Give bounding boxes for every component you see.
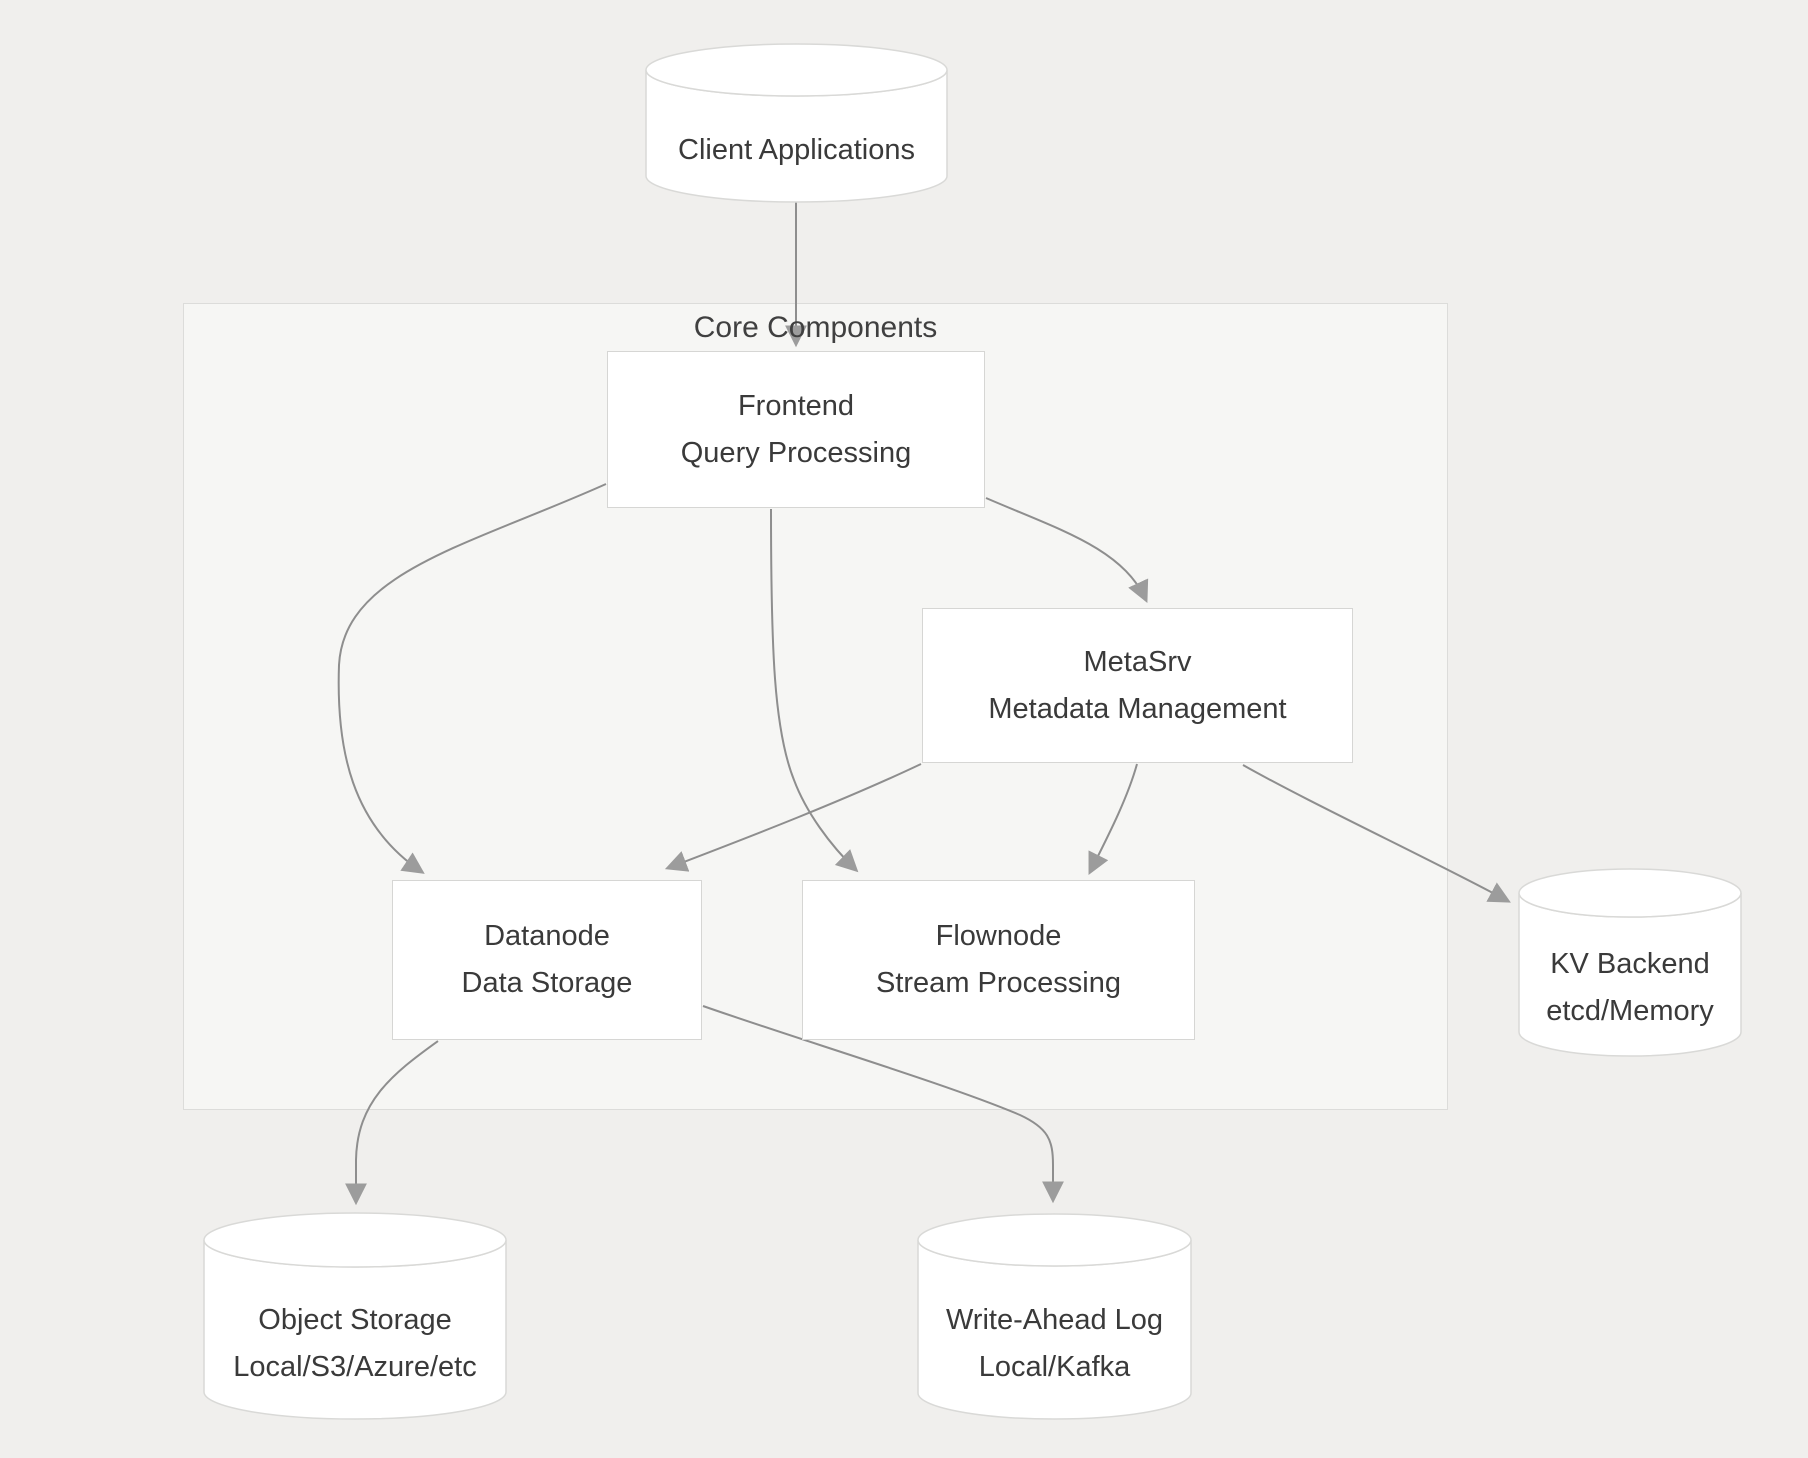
node-subtitle: etcd/Memory bbox=[1546, 994, 1714, 1027]
node-object-storage: Object Storage Local/S3/Azure/etc bbox=[203, 1212, 507, 1420]
edge-frontend-metasrv bbox=[985, 497, 1149, 603]
node-title: Object Storage bbox=[258, 1304, 452, 1336]
node-frontend: Frontend Query Processing bbox=[607, 351, 985, 508]
edge-metasrv-datanode bbox=[664, 763, 922, 872]
edge-frontend-flownode bbox=[770, 508, 859, 873]
node-subtitle: Local/S3/Azure/etc bbox=[233, 1351, 477, 1383]
node-datanode: Datanode Data Storage bbox=[392, 880, 702, 1040]
node-flownode: Flownode Stream Processing bbox=[802, 880, 1195, 1040]
node-subtitle: Metadata Management bbox=[988, 692, 1287, 725]
node-subtitle: Local/Kafka bbox=[978, 1350, 1131, 1383]
node-title: KV Backend bbox=[1550, 947, 1710, 980]
node-subtitle: Stream Processing bbox=[876, 967, 1121, 999]
node-kv-backend: KV Backend etcd/Memory bbox=[1518, 868, 1742, 1057]
database-cylinder-icon bbox=[1518, 868, 1742, 1057]
node-title: Frontend bbox=[737, 389, 855, 422]
database-cylinder-icon bbox=[203, 1212, 507, 1420]
node-title: Flownode bbox=[935, 920, 1062, 952]
edge-datanode-objectstorage bbox=[345, 1040, 439, 1206]
node-subtitle: Data Storage bbox=[461, 967, 633, 999]
node-title: MetaSrv bbox=[1083, 645, 1192, 678]
edge-metasrv-kvbackend bbox=[1242, 764, 1511, 903]
database-cylinder-icon bbox=[917, 1213, 1192, 1420]
node-write-ahead-log: Write-Ahead Log Local/Kafka bbox=[917, 1213, 1192, 1420]
edge-datanode-wal bbox=[702, 1005, 1064, 1204]
node-label: Client Applications bbox=[678, 133, 915, 166]
node-metasrv: MetaSrv Metadata Management bbox=[922, 608, 1353, 763]
node-client-applications: Client Applications bbox=[645, 43, 948, 203]
edge-frontend-datanode bbox=[337, 483, 607, 874]
database-cylinder-icon bbox=[645, 43, 948, 203]
node-title: Write-Ahead Log bbox=[945, 1303, 1164, 1336]
node-title: Datanode bbox=[484, 920, 610, 952]
edge-metasrv-flownode bbox=[1088, 763, 1138, 875]
node-subtitle: Query Processing bbox=[680, 436, 912, 469]
